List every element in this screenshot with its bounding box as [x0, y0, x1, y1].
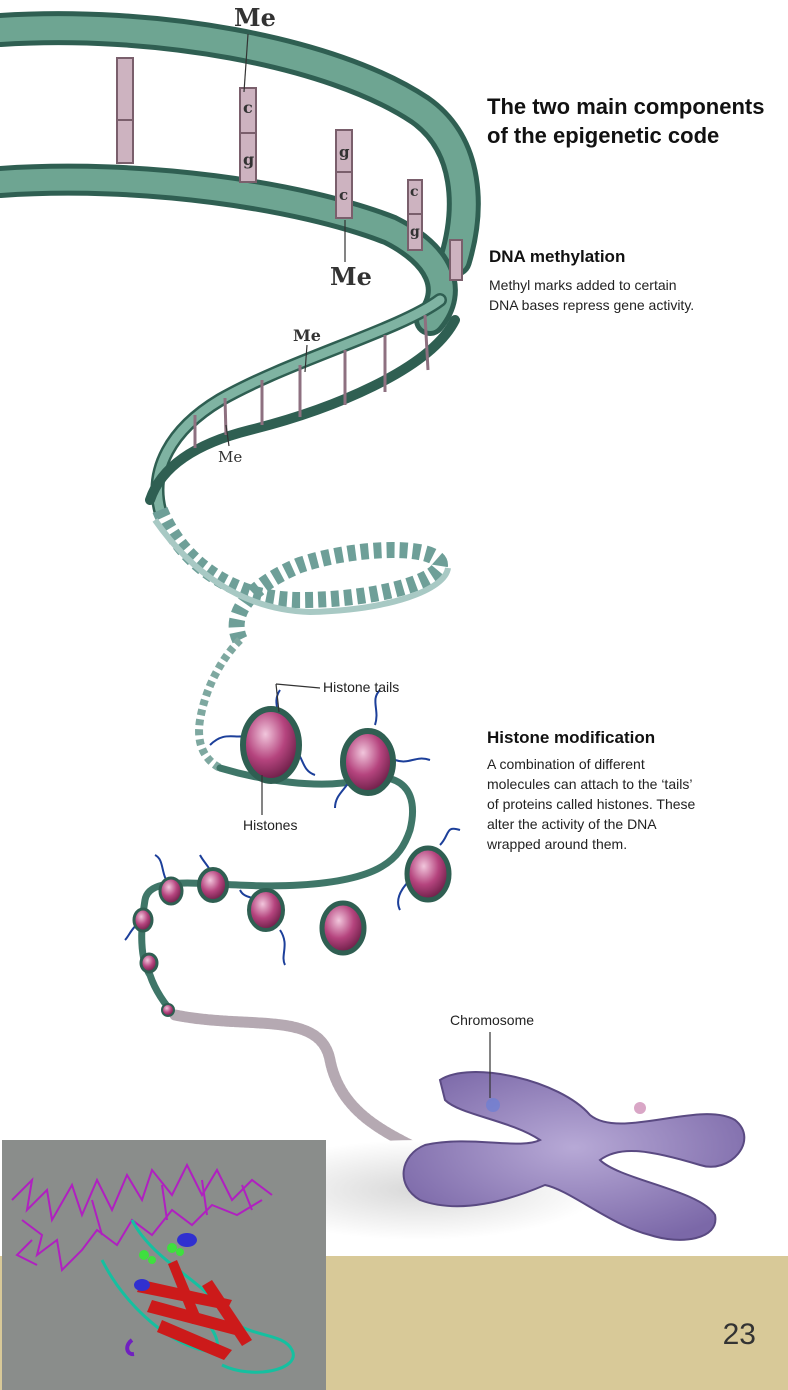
methyl-label: Me [330, 262, 372, 291]
histone [322, 903, 364, 953]
base-letter: g [410, 224, 420, 240]
dna-upper-helix [0, 28, 464, 320]
text-line: molecules can attach to the ‘tails’ [487, 774, 782, 794]
diagram-title: The two main components of the epigeneti… [487, 92, 787, 150]
methyl-label: Me [234, 3, 276, 32]
histone [243, 709, 299, 781]
dna-middle-helix [150, 300, 455, 768]
text-line: Methyl marks added to certain [489, 275, 784, 295]
histones [134, 709, 449, 1016]
chromosome-label: Chromosome [450, 1012, 534, 1028]
histone [134, 909, 152, 931]
histone [343, 731, 393, 793]
page-number: 23 [723, 1318, 756, 1352]
dna-methylation-section: DNA methylation Methyl marks added to ce… [489, 247, 784, 315]
base-letter: c [243, 98, 253, 117]
base-letter: c [339, 186, 348, 204]
text-line: of proteins called histones. These [487, 794, 782, 814]
dna-methylation-text: Methyl marks added to certain DNA bases … [489, 275, 784, 315]
text-line: wrapped around them. [487, 834, 782, 854]
histone [249, 890, 283, 930]
methyl-label: Me [218, 448, 242, 466]
text-line: alter the activity of the DNA [487, 814, 782, 834]
histone [407, 848, 449, 900]
histone [199, 869, 227, 901]
base-letter: g [243, 150, 254, 169]
histone-modification-heading: Histone modification [487, 728, 782, 748]
histone [160, 878, 182, 904]
histone [162, 1004, 174, 1016]
histone-tails-label: Histone tails [323, 679, 399, 695]
base-rung [117, 58, 133, 163]
histone-modification-section: Histone modification A combination of di… [487, 728, 782, 854]
protein-structure-image [2, 1140, 326, 1390]
protein-structure-render [2, 1140, 326, 1390]
histones-label: Histones [243, 817, 297, 833]
title-line: The two main components [487, 92, 787, 121]
base-letter: g [339, 143, 350, 161]
text-line: A combination of different [487, 754, 782, 774]
dna-methylation-heading: DNA methylation [489, 247, 784, 267]
title-line: of the epigenetic code [487, 121, 787, 150]
base-letter: c [410, 184, 419, 200]
base-rung [450, 240, 462, 280]
histone-modification-text: A combination of different molecules can… [487, 754, 782, 854]
histone-tails-leader [276, 684, 320, 688]
text-line: DNA bases repress gene activity. [489, 295, 784, 315]
methyl-label: Me [293, 326, 321, 345]
histone [141, 954, 157, 972]
